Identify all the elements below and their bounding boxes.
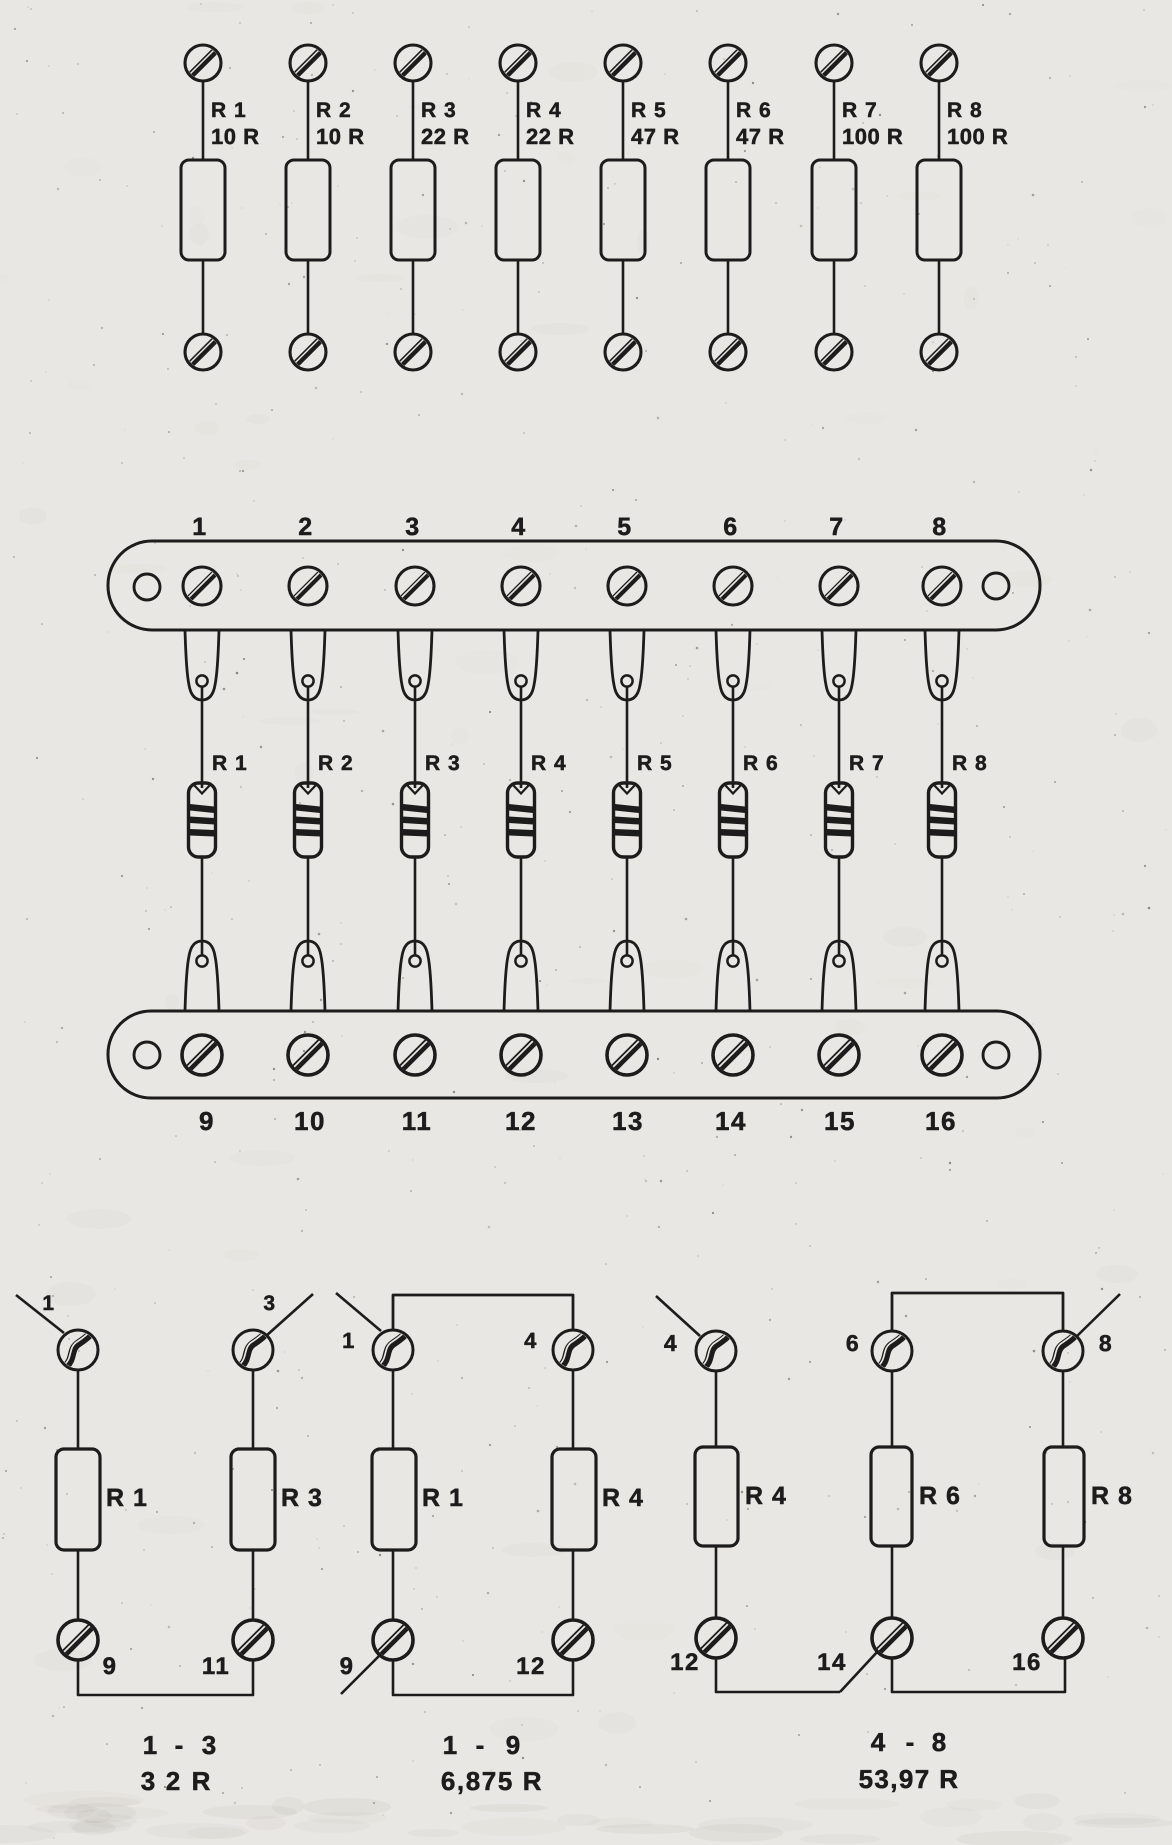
svg-text:R 6: R 6 xyxy=(919,1482,961,1510)
svg-text:1: 1 xyxy=(443,1730,457,1760)
svg-text:6: 6 xyxy=(846,1330,860,1356)
svg-text:R 7: R 7 xyxy=(849,752,885,775)
svg-text:3: 3 xyxy=(141,1766,155,1796)
svg-text:R 4: R 4 xyxy=(531,752,567,775)
svg-text:15: 15 xyxy=(824,1106,856,1136)
svg-text:12: 12 xyxy=(505,1106,537,1136)
svg-text:10 R: 10 R xyxy=(211,124,259,149)
svg-text:6,875 R: 6,875 R xyxy=(441,1766,543,1796)
svg-text:10 R: 10 R xyxy=(316,124,364,149)
svg-text:R: R xyxy=(192,1766,211,1796)
svg-text:22 R: 22 R xyxy=(421,124,469,149)
svg-text:8: 8 xyxy=(1099,1330,1113,1356)
svg-text:16: 16 xyxy=(925,1106,957,1136)
svg-text:12: 12 xyxy=(670,1649,700,1676)
svg-text:R 3: R 3 xyxy=(421,99,457,122)
svg-text:R 1: R 1 xyxy=(212,752,248,775)
svg-text:R 1: R 1 xyxy=(422,1484,464,1512)
svg-text:-: - xyxy=(175,1730,184,1760)
svg-text:R 2: R 2 xyxy=(318,752,354,775)
svg-text:R 1: R 1 xyxy=(106,1484,148,1512)
svg-text:22 R: 22 R xyxy=(526,124,574,149)
svg-text:47 R: 47 R xyxy=(736,124,784,149)
svg-text:R 4: R 4 xyxy=(745,1482,787,1510)
svg-text:R 5: R 5 xyxy=(631,99,667,122)
svg-text:8: 8 xyxy=(932,1727,946,1757)
svg-text:100 R: 100 R xyxy=(842,124,903,149)
svg-text:12: 12 xyxy=(516,1653,546,1680)
svg-text:R 8: R 8 xyxy=(952,752,988,775)
svg-text:10: 10 xyxy=(294,1106,326,1136)
svg-text:-: - xyxy=(476,1730,485,1760)
svg-text:R 3: R 3 xyxy=(281,1484,323,1512)
svg-text:R 8: R 8 xyxy=(947,99,983,122)
svg-text:R 4: R 4 xyxy=(526,99,562,122)
svg-text:14: 14 xyxy=(817,1649,847,1676)
svg-text:3: 3 xyxy=(263,1292,276,1315)
svg-text:1: 1 xyxy=(342,1328,356,1353)
svg-text:11: 11 xyxy=(202,1653,230,1680)
svg-text:R 5: R 5 xyxy=(637,752,673,775)
svg-text:9: 9 xyxy=(506,1730,520,1760)
svg-text:13: 13 xyxy=(612,1106,644,1136)
svg-text:1: 1 xyxy=(192,513,207,541)
svg-text:R 3: R 3 xyxy=(425,752,461,775)
svg-text:R 2: R 2 xyxy=(316,99,352,122)
svg-text:R 8: R 8 xyxy=(1091,1482,1133,1510)
svg-text:R 6: R 6 xyxy=(736,99,772,122)
svg-text:100 R: 100 R xyxy=(947,124,1008,149)
svg-text:4: 4 xyxy=(664,1330,678,1356)
svg-text:7: 7 xyxy=(829,513,844,541)
svg-text:2: 2 xyxy=(166,1766,180,1796)
svg-text:3: 3 xyxy=(202,1730,216,1760)
svg-text:R 1: R 1 xyxy=(211,99,247,122)
svg-text:1: 1 xyxy=(143,1730,157,1760)
svg-text:8: 8 xyxy=(932,513,947,541)
svg-text:14: 14 xyxy=(715,1106,747,1136)
svg-text:4: 4 xyxy=(871,1727,886,1757)
svg-text:9: 9 xyxy=(340,1653,355,1680)
svg-text:1: 1 xyxy=(42,1292,55,1315)
svg-text:R 7: R 7 xyxy=(842,99,878,122)
svg-text:2: 2 xyxy=(298,513,313,541)
svg-text:-: - xyxy=(906,1727,915,1757)
svg-text:R 6: R 6 xyxy=(743,752,779,775)
svg-text:5: 5 xyxy=(617,513,632,541)
svg-text:6: 6 xyxy=(723,513,738,541)
svg-text:R 4: R 4 xyxy=(602,1484,644,1512)
svg-text:53,97 R: 53,97 R xyxy=(859,1764,960,1794)
svg-text:11: 11 xyxy=(402,1106,433,1136)
svg-text:4: 4 xyxy=(524,1328,538,1353)
svg-text:4: 4 xyxy=(511,513,526,541)
svg-text:47 R: 47 R xyxy=(631,124,679,149)
svg-text:16: 16 xyxy=(1012,1649,1042,1676)
svg-text:9: 9 xyxy=(103,1653,118,1680)
svg-text:9: 9 xyxy=(199,1106,215,1136)
svg-text:3: 3 xyxy=(405,513,420,541)
